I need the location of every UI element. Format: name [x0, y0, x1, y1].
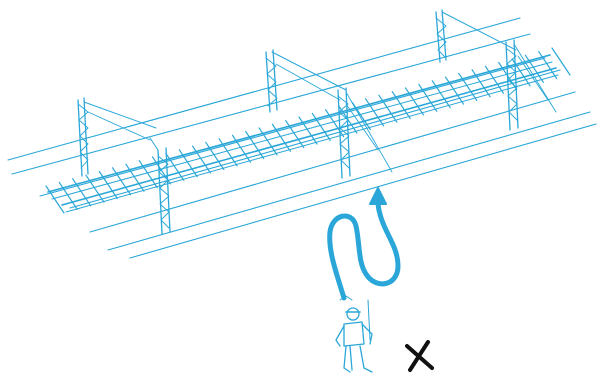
catenary-mast-row [77, 9, 557, 235]
sleeper [471, 69, 491, 98]
sleeper [245, 130, 265, 160]
sleeper [538, 51, 558, 80]
sleeper [444, 76, 465, 105]
sleeper [418, 83, 438, 112]
sleeper [178, 149, 198, 178]
sleeper [325, 109, 345, 138]
sleeper [271, 123, 291, 152]
sleeper [351, 101, 371, 131]
sleeper [58, 181, 78, 210]
sleeper [404, 87, 425, 116]
sleeper [72, 178, 92, 207]
surveyor-figure [335, 295, 373, 373]
sleeper [112, 167, 132, 196]
sleeper [365, 98, 385, 127]
sleeper [484, 65, 504, 94]
catenary-mast [505, 39, 557, 131]
cross-mark-icon [405, 340, 434, 372]
overhead-wires [7, 17, 597, 259]
sleeper [165, 152, 185, 181]
sleeper [138, 160, 158, 189]
sleeper [98, 170, 118, 200]
sleeper [391, 91, 411, 120]
sleeper [378, 94, 398, 123]
sleeper [285, 120, 305, 149]
sleeper [551, 47, 571, 76]
sleeper [191, 145, 212, 174]
sleeper [458, 72, 478, 101]
sleeper [205, 141, 225, 170]
sleeper [524, 54, 544, 83]
sleeper [125, 163, 145, 192]
sleeper [431, 80, 451, 109]
sleeper [45, 185, 65, 214]
catenary-mast [337, 87, 393, 179]
sleeper [85, 174, 105, 203]
catenary-mast [435, 9, 517, 63]
sleeper [258, 127, 278, 156]
serpentine-path-arrow [327, 187, 401, 301]
sleeper [231, 134, 251, 163]
track-with-sleepers [45, 47, 571, 214]
catenary-mast [149, 137, 171, 235]
catenary-mast [265, 49, 347, 113]
sleeper [298, 116, 318, 145]
sleeper [311, 112, 331, 141]
catenary-mast [77, 97, 157, 177]
sleeper [218, 138, 238, 167]
